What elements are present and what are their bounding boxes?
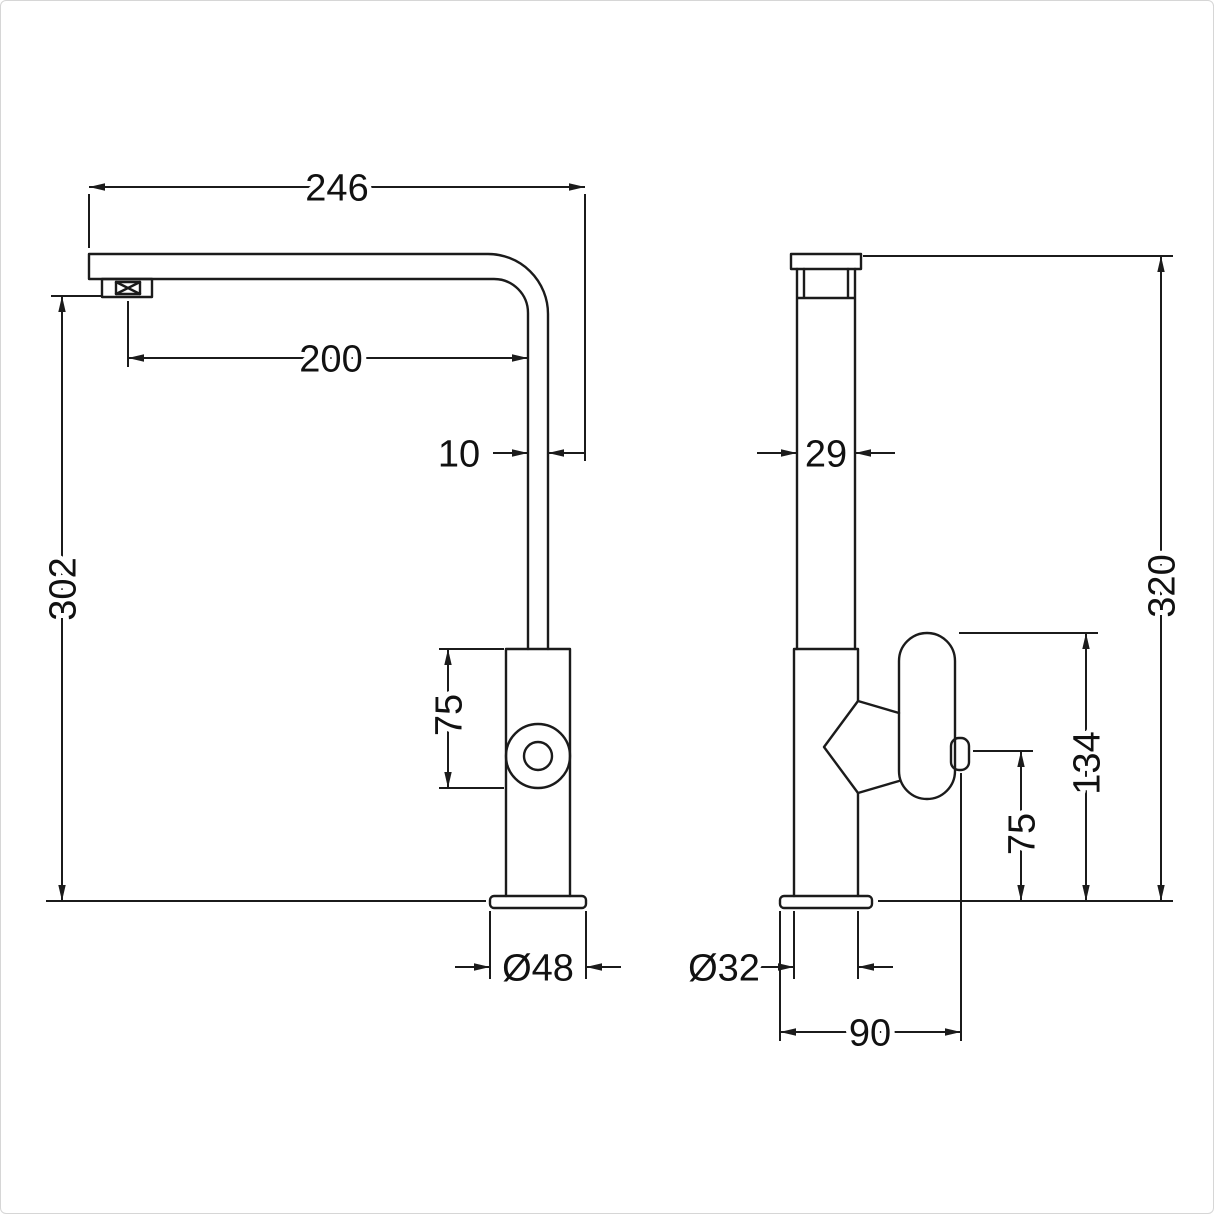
dimension-lines — [58, 183, 1165, 1036]
side-view — [778, 252, 971, 910]
dim-handle-height: 75 — [1001, 813, 1043, 855]
dim-cartridge-height: 75 — [428, 694, 470, 736]
body-front-outline — [504, 647, 572, 898]
dim-base-diameter: Ø48 — [502, 947, 574, 989]
spout-outline — [87, 252, 550, 651]
aerator — [100, 277, 154, 299]
handle-lever — [897, 631, 957, 801]
dim-spout-tube-width: 10 — [438, 433, 480, 475]
lever-knob — [949, 736, 971, 772]
dim-tube-depth: 29 — [805, 433, 847, 475]
tube-side-outline — [795, 267, 857, 651]
cartridge-knob — [504, 722, 572, 790]
base-flange-side — [778, 894, 874, 910]
base-flange-front — [488, 894, 588, 910]
extension-lines — [46, 194, 1173, 1041]
dim-body-height: 134 — [1066, 731, 1108, 794]
front-view — [87, 252, 588, 910]
dimension-labels: 246 200 10 302 75 Ø48 29 320 134 75 Ø32 … — [37, 162, 1188, 1059]
body-side-outline — [792, 647, 860, 898]
dim-height-to-spout: 302 — [42, 557, 84, 620]
dim-overall-height: 320 — [1141, 554, 1183, 617]
spout-cap-side — [789, 252, 863, 271]
dim-base-depth: 90 — [849, 1012, 891, 1054]
dim-spout-projection: 200 — [299, 338, 362, 380]
handle-joint — [822, 699, 901, 795]
dim-spout-reach: 246 — [305, 167, 368, 209]
dim-body-diameter: Ø32 — [688, 947, 760, 989]
